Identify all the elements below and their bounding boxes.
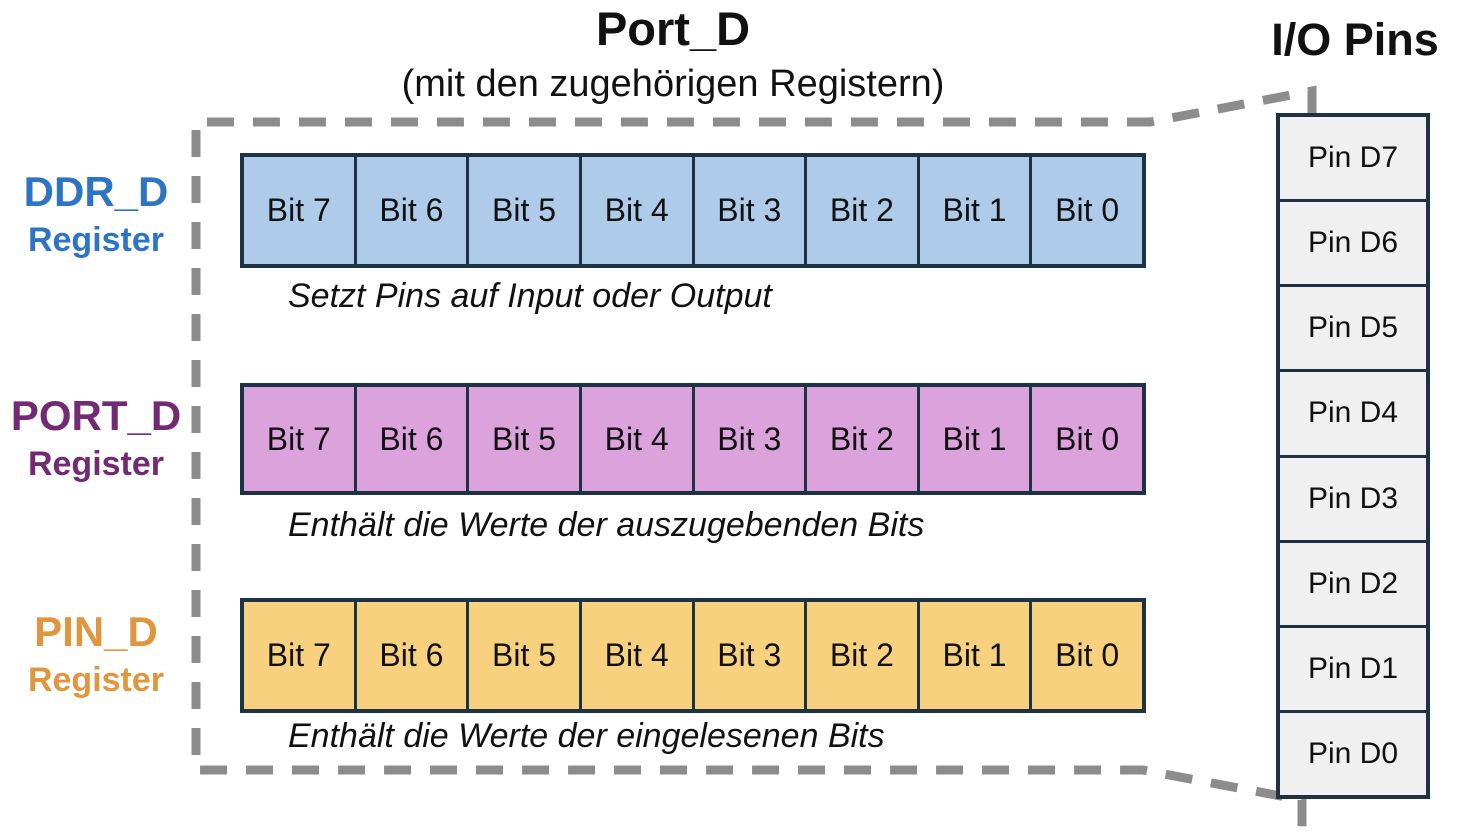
ddr-d-caption: Setzt Pins auf Input oder Output (288, 277, 772, 315)
page-title: Port_D (595, 2, 751, 55)
ddr-d-bit-6-cell: Bit 6 (357, 157, 470, 264)
io-pin-d6-cell: Pin D6 (1280, 202, 1426, 288)
ddr-d-bit-2-cell: Bit 2 (807, 157, 920, 264)
ddr-d-register-name: DDR_D (23, 168, 169, 215)
port-d-register-row: Bit 7 Bit 6 Bit 5 Bit 4 Bit 3 Bit 2 Bit … (240, 383, 1146, 495)
ddr-d-bit-1-cell: Bit 1 (920, 157, 1033, 264)
port-d-bit-6-cell: Bit 6 (357, 387, 470, 491)
page-subtitle: (mit den zugehörigen Registern) (401, 63, 945, 105)
port-d-caption: Enthält die Werte der auszugebenden Bits (288, 506, 925, 544)
port-d-bit-3-cell: Bit 3 (695, 387, 808, 491)
port-d-bit-4-cell: Bit 4 (582, 387, 695, 491)
pin-d-register-label: PIN_D Register (0, 606, 192, 702)
io-pin-d5-cell: Pin D5 (1280, 287, 1426, 373)
port-d-bit-0-cell: Bit 0 (1055, 420, 1120, 457)
ddr-d-bit-0-cell: Bit 0 (1055, 192, 1120, 228)
pin-d-bit-4-cell: Bit 4 (582, 602, 695, 709)
port-d-register-name: PORT_D (10, 392, 182, 439)
pin-d-bit-6-cell: Bit 6 (357, 602, 470, 709)
pin-d-bit-3-cell: Bit 3 (695, 602, 808, 709)
pin-d-bit-7-cell: Bit 7 (244, 602, 357, 709)
ddr-d-register-sublabel: Register (27, 221, 165, 259)
io-pin-d1-cell: Pin D1 (1280, 627, 1426, 713)
ddr-d-bit-7-cell: Bit 7 (244, 157, 357, 264)
pin-d-bit-5-cell: Bit 5 (469, 602, 582, 709)
pin-d-register-name: PIN_D (34, 608, 158, 655)
port-d-register-sublabel: Register (27, 445, 165, 483)
ddr-d-register-label: DDR_D Register (0, 166, 192, 262)
io-pin-d4-cell: Pin D4 (1280, 372, 1426, 458)
pin-d-register-sublabel: Register (27, 661, 165, 699)
port-d-bit-5-cell: Bit 5 (469, 387, 582, 491)
port-d-bit-7-cell: Bit 7 (244, 387, 357, 491)
pin-d-bit-0-cell: Bit 0 (1055, 637, 1120, 673)
ddr-d-bit-4-cell: Bit 4 (582, 157, 695, 264)
io-pin-d3-cell: Pin D3 (1280, 457, 1426, 543)
pin-d-bit-1-cell: Bit 1 (920, 602, 1033, 709)
port-d-bit-2-cell: Bit 2 (807, 387, 920, 491)
io-pins-title: I/O Pins (1271, 14, 1439, 65)
io-pin-d0-cell: Pin D0 (1280, 712, 1426, 795)
pin-d-caption: Enthält die Werte der eingelesenen Bits (288, 717, 885, 755)
io-pin-column: Pin D7 Pin D6 Pin D5 Pin D4 Pin D3 Pin D… (1276, 113, 1430, 799)
ddr-d-bit-5-cell: Bit 5 (469, 157, 582, 264)
pin-d-bit-2-cell: Bit 2 (807, 602, 920, 709)
io-pin-d7-cell: Pin D7 (1280, 117, 1426, 203)
pin-d-register-row: Bit 7 Bit 6 Bit 5 Bit 4 Bit 3 Bit 2 Bit … (240, 598, 1146, 713)
ddr-d-bit-3-cell: Bit 3 (695, 157, 808, 264)
port-d-register-label: PORT_D Register (0, 390, 192, 486)
port-d-bit-1-cell: Bit 1 (920, 387, 1033, 491)
io-pin-d2-cell: Pin D2 (1280, 542, 1426, 628)
ddr-d-register-row: Bit 7 Bit 6 Bit 5 Bit 4 Bit 3 Bit 2 Bit … (240, 153, 1146, 268)
